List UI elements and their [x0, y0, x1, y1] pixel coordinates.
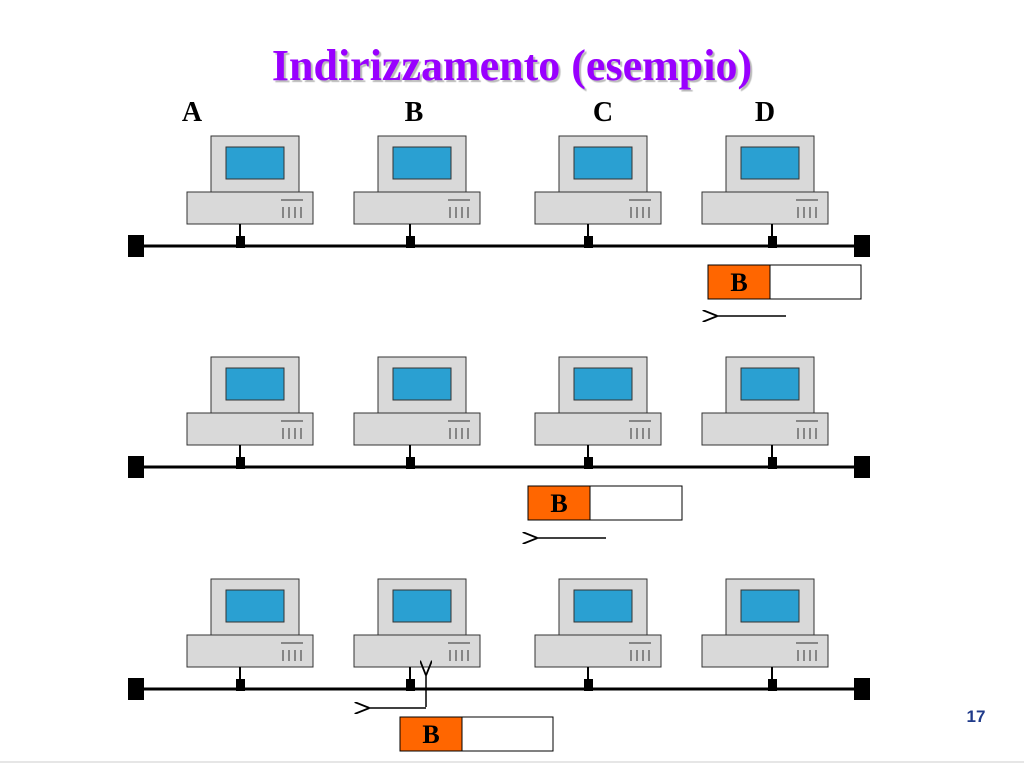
computer-icon-d: [701, 356, 829, 446]
bus-terminator-left: [128, 456, 144, 478]
slide-title: Indirizzamento (esempio): [271, 41, 753, 90]
computer-icon-b: [353, 578, 481, 668]
network-row-2: B: [128, 356, 870, 538]
computer-icon-d: [701, 135, 829, 225]
computer-icon-a: [186, 135, 314, 225]
frame-destination-label: B: [730, 268, 747, 297]
data-frame: B: [707, 264, 862, 300]
footer-divider: [0, 761, 1024, 763]
computer-icon-d: [701, 578, 829, 668]
computer-icon-c: [534, 135, 662, 225]
data-frame: B: [527, 485, 683, 521]
bus-terminator-right: [854, 456, 870, 478]
frame-destination-label: B: [550, 489, 567, 518]
computer-icon-a: [186, 578, 314, 668]
page-number: 17: [966, 707, 986, 726]
computer-icon-c: [534, 356, 662, 446]
station-label-a: A: [181, 97, 203, 128]
bus-terminator-left: [128, 678, 144, 700]
station-label-c: C: [592, 97, 614, 128]
computer-icon-b: [353, 135, 481, 225]
network-row-3: B: [128, 578, 870, 752]
network-row-1: B: [128, 135, 870, 316]
bus-terminator-left: [128, 235, 144, 257]
bus-terminator-right: [854, 235, 870, 257]
computer-icon-b: [353, 356, 481, 446]
frame-destination-label: B: [422, 720, 439, 749]
station-label-d: D: [754, 97, 776, 128]
computer-icon-c: [534, 578, 662, 668]
station-label-b: B: [404, 97, 424, 128]
computer-icon-a: [186, 356, 314, 446]
bus-terminator-right: [854, 678, 870, 700]
data-frame: B: [399, 716, 554, 752]
